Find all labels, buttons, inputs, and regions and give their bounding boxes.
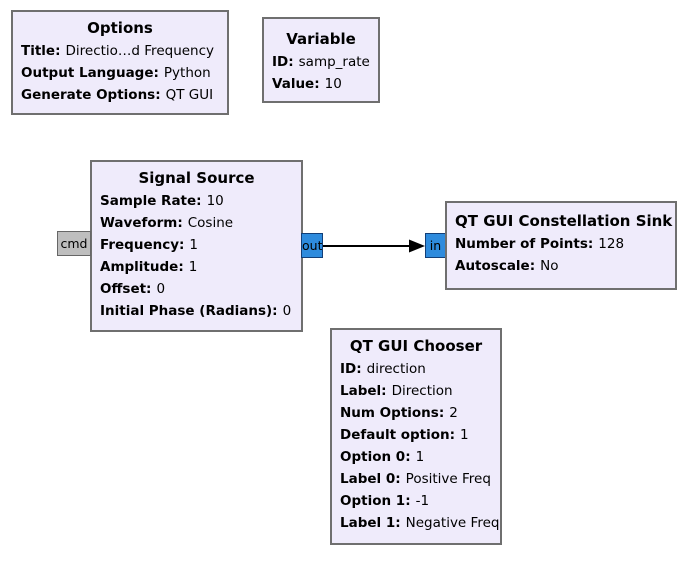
param-label: Value: xyxy=(272,76,320,92)
param-label: Frequency: xyxy=(100,237,185,253)
param-value: -1 xyxy=(415,493,430,509)
param-label: Generate Options: xyxy=(21,87,161,103)
block-signal-source[interactable]: Signal Source Sample Rate:10 Waveform:Co… xyxy=(90,160,303,332)
param-label: Number of Points: xyxy=(455,236,594,252)
param-row: Offset:0 xyxy=(100,278,293,300)
param-label: Autoscale: xyxy=(455,258,536,274)
param-label: ID: xyxy=(272,54,294,70)
param-value: 1 xyxy=(189,237,199,253)
param-value: 1 xyxy=(460,427,469,443)
block-variable[interactable]: Variable ID:samp_rate Value:10 xyxy=(262,17,380,103)
param-row: Output Language:Python xyxy=(21,62,219,84)
param-value: Negative Freq xyxy=(405,515,500,531)
param-row: Option 1:-1 xyxy=(340,490,492,512)
block-qtgui-constellation-sink[interactable]: QT GUI Constellation Sink Number of Poin… xyxy=(445,201,677,290)
param-row: Label 0:Positive Freq xyxy=(340,468,492,490)
param-value: 10 xyxy=(324,76,342,92)
param-label: Amplitude: xyxy=(100,259,184,275)
param-row: ID:samp_rate xyxy=(272,51,370,73)
block-options[interactable]: Options Title:Directio…d Frequency Outpu… xyxy=(11,10,229,115)
param-row: Num Options:2 xyxy=(340,402,492,424)
port-in[interactable]: in xyxy=(425,233,446,258)
param-value: No xyxy=(540,258,559,274)
param-value: 0 xyxy=(282,303,292,319)
param-value: Cosine xyxy=(187,215,234,231)
param-row: Frequency:1 xyxy=(100,234,293,256)
connection-arrowhead-icon xyxy=(409,239,425,253)
port-out[interactable]: out xyxy=(301,233,323,258)
param-value: Directio…d Frequency xyxy=(65,43,215,59)
param-value: Python xyxy=(163,65,211,81)
param-row: Generate Options:QT GUI xyxy=(21,84,219,106)
param-label: Label 1: xyxy=(340,515,401,531)
param-label: Waveform: xyxy=(100,215,183,231)
param-label: Sample Rate: xyxy=(100,193,202,209)
param-value: 128 xyxy=(598,236,625,252)
param-value: QT GUI xyxy=(165,87,214,103)
param-row: Autoscale:No xyxy=(455,255,667,277)
param-row: Number of Points:128 xyxy=(455,233,667,255)
param-row: Initial Phase (Radians):0 xyxy=(100,300,293,322)
param-label: Offset: xyxy=(100,281,152,297)
param-label: Title: xyxy=(21,43,61,59)
param-row: Value:10 xyxy=(272,73,370,95)
param-row: Label:Direction xyxy=(340,380,492,402)
param-value: 1 xyxy=(188,259,198,275)
param-value: 1 xyxy=(415,449,425,465)
param-value: direction xyxy=(366,361,426,377)
param-label: ID: xyxy=(340,361,362,377)
block-title: Options xyxy=(87,19,153,37)
param-value: Positive Freq xyxy=(405,471,491,487)
port-cmd[interactable]: cmd xyxy=(57,231,91,256)
param-row: Label 1:Negative Freq xyxy=(340,512,499,534)
param-label: Option 1: xyxy=(340,493,411,509)
param-row: Option 0:1 xyxy=(340,446,492,468)
param-label: Output Language: xyxy=(21,65,159,81)
block-title: Variable xyxy=(286,30,356,48)
param-value: 10 xyxy=(206,193,224,209)
param-label: Initial Phase (Radians): xyxy=(100,303,278,319)
param-row: Default option:1 xyxy=(340,424,492,446)
param-label: Option 0: xyxy=(340,449,411,465)
param-row: Sample Rate:10 xyxy=(100,190,293,212)
block-qtgui-chooser[interactable]: QT GUI Chooser ID:direction Label:Direct… xyxy=(330,328,502,545)
param-row: Waveform:Cosine xyxy=(100,212,293,234)
param-value: samp_rate xyxy=(298,54,370,70)
param-value: 0 xyxy=(156,281,166,297)
block-title: QT GUI Chooser xyxy=(349,337,483,355)
block-title: QT GUI Constellation Sink xyxy=(455,212,673,230)
param-value: Direction xyxy=(391,383,453,399)
param-label: Label: xyxy=(340,383,387,399)
param-label: Default option: xyxy=(340,427,456,443)
param-value: 2 xyxy=(449,405,458,421)
block-title: Signal Source xyxy=(138,169,255,187)
param-row: Amplitude:1 xyxy=(100,256,293,278)
param-label: Num Options: xyxy=(340,405,445,421)
param-label: Label 0: xyxy=(340,471,401,487)
param-row: Title:Directio…d Frequency xyxy=(21,40,219,62)
param-row: ID:direction xyxy=(340,358,492,380)
